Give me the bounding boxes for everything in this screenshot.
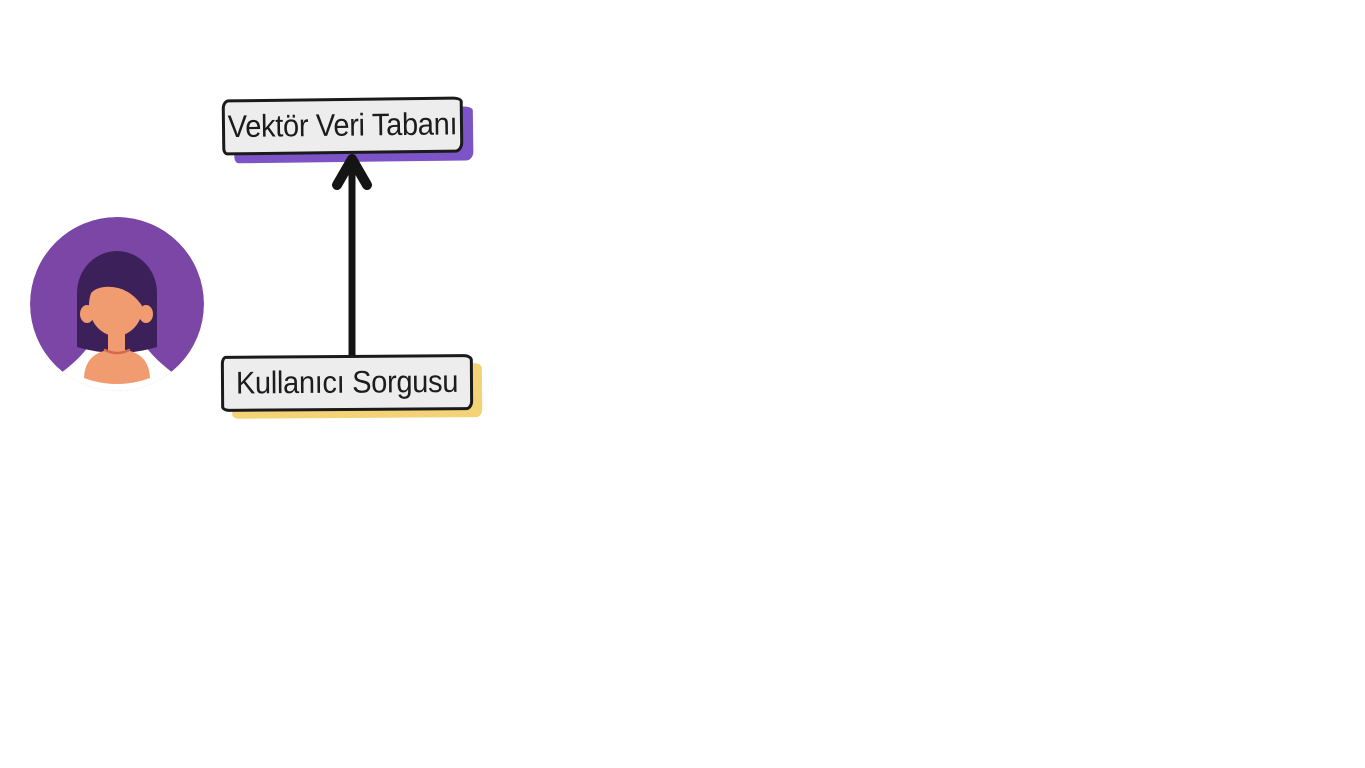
avatar-ear-left xyxy=(80,305,94,323)
avatar-shoulders xyxy=(84,349,150,384)
user-avatar xyxy=(30,217,204,391)
node-vector-database: Vektör Veri Tabanı xyxy=(221,96,464,156)
node-user-query: Kullanıcı Sorgusu xyxy=(220,354,474,412)
node-vector-database-label: Vektör Veri Tabanı xyxy=(227,106,458,145)
avatar-neckline xyxy=(103,348,131,355)
arrow-head xyxy=(332,154,372,190)
node-user-query-label: Kullanıcı Sorgusu xyxy=(235,364,459,401)
avatar-fringe xyxy=(86,271,148,319)
avatar-ear-right xyxy=(139,305,153,323)
arrow-up-icon xyxy=(332,154,372,360)
